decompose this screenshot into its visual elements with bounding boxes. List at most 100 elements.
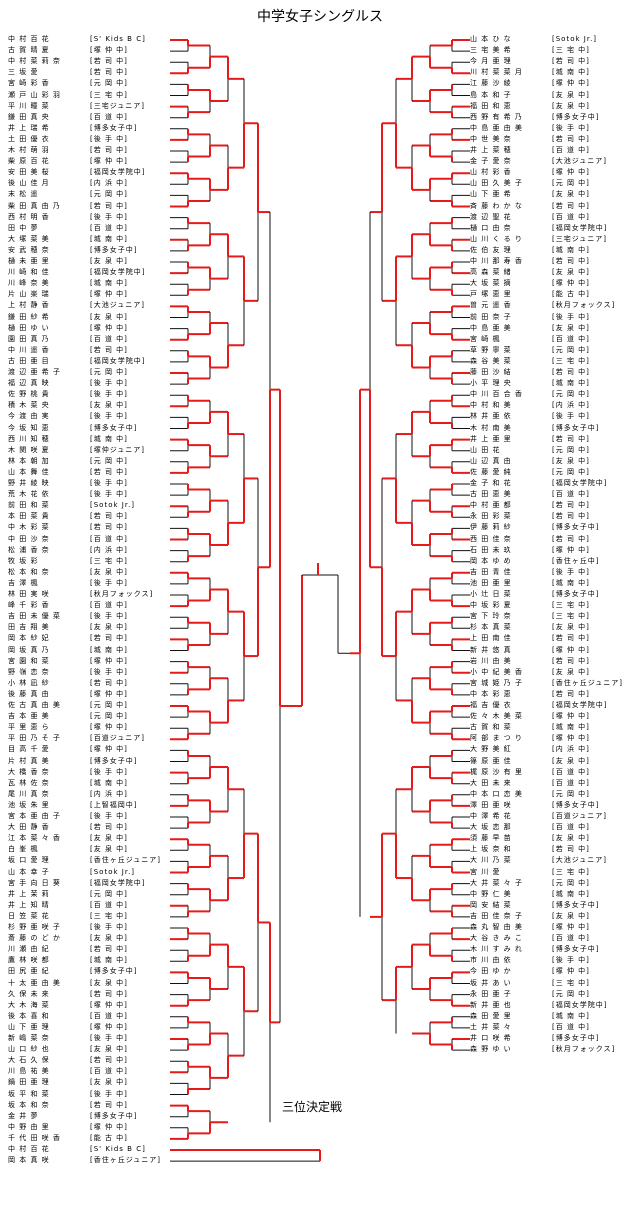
right-entry: 今 月 亜 理[若 司 中] [470, 57, 589, 66]
player-name: 新 井 亜 也 [470, 1000, 512, 1009]
player-name: 斎 藤 の ど か [8, 934, 61, 943]
right-entry: 大 田 未 来[百 道 中] [470, 779, 589, 788]
player-club: [塚 仲 中] [552, 545, 590, 554]
player-name: 川 村 菜 菜 月 [470, 68, 523, 77]
player-name: 片 山 楽 瑞 [8, 290, 50, 299]
player-name: 尾 川 真 奈 [8, 789, 50, 798]
player-club: [若 司 中] [552, 501, 590, 510]
left-entry: 宮 本 亜 由 子[後 手 中] [8, 812, 127, 821]
left-entry: 前 田 和 菜[Sotok Jr.] [8, 501, 134, 510]
player-name: 大 坂 菜 摘 [470, 279, 512, 288]
player-club: [城 南 中] [90, 956, 128, 965]
player-club: [若 司 中] [90, 512, 128, 521]
player-name: 大 石 久 保 [8, 1056, 50, 1065]
player-name: 大 谷 き み こ [470, 934, 523, 943]
right-entry: 山 辺 真 由[友 泉 中] [470, 457, 589, 466]
player-name: 井 上 知 晴 [8, 900, 50, 909]
player-club: [博多女子中] [552, 423, 600, 432]
player-club: [百 道 中] [90, 534, 128, 543]
player-name: 平 里 恵 ら [8, 723, 50, 732]
player-club: [内 浜 中] [552, 745, 590, 754]
player-club: [若 司 中] [552, 845, 590, 854]
left-entry: 千 代 田 咲 香[能 古 中] [8, 1134, 127, 1143]
left-entry: 小 林 凪 紗[若 司 中] [8, 678, 127, 688]
player-name: 森 野 ゆ い [470, 1045, 512, 1054]
right-entry: 山 下 亜 希[友 泉 中] [470, 190, 589, 199]
player-club: [百 道 中] [552, 823, 590, 832]
right-entry: 森 野 ゆ い[秋月フォックス] [470, 1045, 614, 1054]
left-entry: 松 浦 香 奈[内 浜 中] [8, 546, 127, 555]
player-name: 林 本 朝 加 [8, 456, 50, 465]
player-name: 永 田 彩 菜 [470, 512, 512, 521]
right-entry: 高 森 菜 緒[友 泉 中] [470, 268, 589, 277]
right-entry: 岡 安 結 菜[博多女子中] [470, 901, 598, 910]
right-entry: 島 本 和 子[友 泉 中] [470, 91, 589, 100]
player-name: 中 島 亜 由 美 [470, 123, 523, 132]
player-club: [内 浜 中] [90, 179, 128, 188]
left-entry: 岡 本 紗 妃[若 司 中] [8, 634, 127, 643]
player-name: 林 井 亜 依 [470, 412, 512, 421]
player-club: [百 道 中] [90, 334, 128, 343]
player-club: [福岡女学院中] [90, 268, 146, 277]
player-club: [城 南 中] [552, 68, 590, 77]
left-entry: 斎 藤 の ど か[友 泉 中] [8, 934, 127, 943]
right-entry: 井 口 咲 希[博多女子中] [470, 1034, 598, 1043]
player-club: [若 司 中] [90, 945, 128, 954]
left-entry: 今 渡 由 実[後 手 中] [8, 412, 127, 421]
right-entry: 宮 川 愛[三 宅 中] [470, 868, 589, 877]
player-club: [後 手 中] [90, 612, 128, 621]
right-entry: 藤 田 沙 結[若 司 中] [470, 368, 589, 377]
player-name: 目 高 千 愛 [8, 745, 50, 754]
left-entry: 江 本 菜 々 香[友 泉 中] [8, 834, 127, 843]
player-name: 樋 田 ゆ い [8, 323, 50, 332]
player-name: 市 川 由 依 [470, 956, 512, 965]
player-name: 小 林 凪 紗 [8, 678, 50, 687]
player-name: 佐 々 木 美 菜 [470, 712, 523, 721]
player-club: [若 司 中] [90, 823, 128, 832]
player-club: [博多女子中] [552, 112, 600, 121]
right-entry: 中 本 彩 恵[若 司 中] [470, 690, 589, 699]
player-club: [若 司 中] [90, 146, 128, 154]
right-entry: 須 藤 早 苗[友 泉 中] [470, 834, 589, 843]
left-entry: 安 田 美 桜[福岡女学院中] [8, 168, 144, 177]
player-club: [塚 仲 中] [90, 46, 128, 55]
player-name: 中 川 百 合 香 [470, 390, 523, 399]
right-entry: 中 川 那 寿 香[若 司 中] [470, 257, 589, 266]
player-club: [若 司 中] [90, 634, 128, 643]
player-name: 渡 辺 聖 花 [470, 212, 512, 221]
player-name: 田 中 夢 [8, 223, 39, 232]
player-club: [大池ジュニア] [552, 157, 607, 166]
player-name: 斉 藤 わ か な [470, 201, 523, 210]
player-club: [城 南 中] [552, 578, 590, 587]
player-club: [百 道 中] [90, 112, 128, 121]
left-entry: 大 田 静 香[若 司 中] [8, 823, 127, 832]
player-club: [塚 仲 中] [552, 168, 590, 177]
player-name: 佐 伯 友 理 [470, 245, 512, 254]
player-name: 白 峯 楓 [8, 845, 39, 854]
left-entry: 山 下 亜 理[塚 仲 中] [8, 1023, 127, 1032]
player-name: 中 田 沙 奈 [8, 534, 50, 543]
player-club: [博多女子中] [90, 1111, 138, 1120]
player-club: [若 司 中] [552, 134, 590, 143]
player-name: 山 下 亜 希 [470, 190, 512, 199]
player-name: 中 村 亜 都 [470, 501, 512, 510]
player-club: [城 南 中] [552, 889, 590, 898]
player-name: 岡 本 真 咲 [8, 1156, 50, 1165]
player-club: [後 手 中] [552, 312, 590, 321]
right-entry: 江 藤 沙 綾[塚 仲 中] [470, 79, 589, 88]
right-entry: 小 平 理 央[城 南 中] [470, 379, 589, 388]
player-name: 山 本 幸 子 [8, 867, 50, 876]
player-club: [博多女子中] [90, 756, 138, 765]
player-club: [塚 仲 中] [90, 723, 128, 732]
left-entry: 鍋 田 亜 理[友 泉 中] [8, 1078, 127, 1087]
player-club: [後 手 中] [90, 1089, 128, 1098]
player-club: [後 手 中] [552, 956, 590, 965]
player-name: 川 瀬 由 紀 [8, 945, 50, 954]
player-club: [元 岡 中] [552, 789, 590, 798]
player-name: 荒 木 花 依 [8, 490, 50, 499]
player-name: 福 辺 真 映 [8, 379, 50, 388]
player-name: 岩 川 由 美 [470, 656, 512, 665]
player-name: 澤 田 亜 咲 [470, 800, 512, 809]
right-entry: 森 谷 美 菜[三 宅 中] [470, 357, 589, 366]
player-name: 中 島 亜 美 [470, 323, 512, 332]
